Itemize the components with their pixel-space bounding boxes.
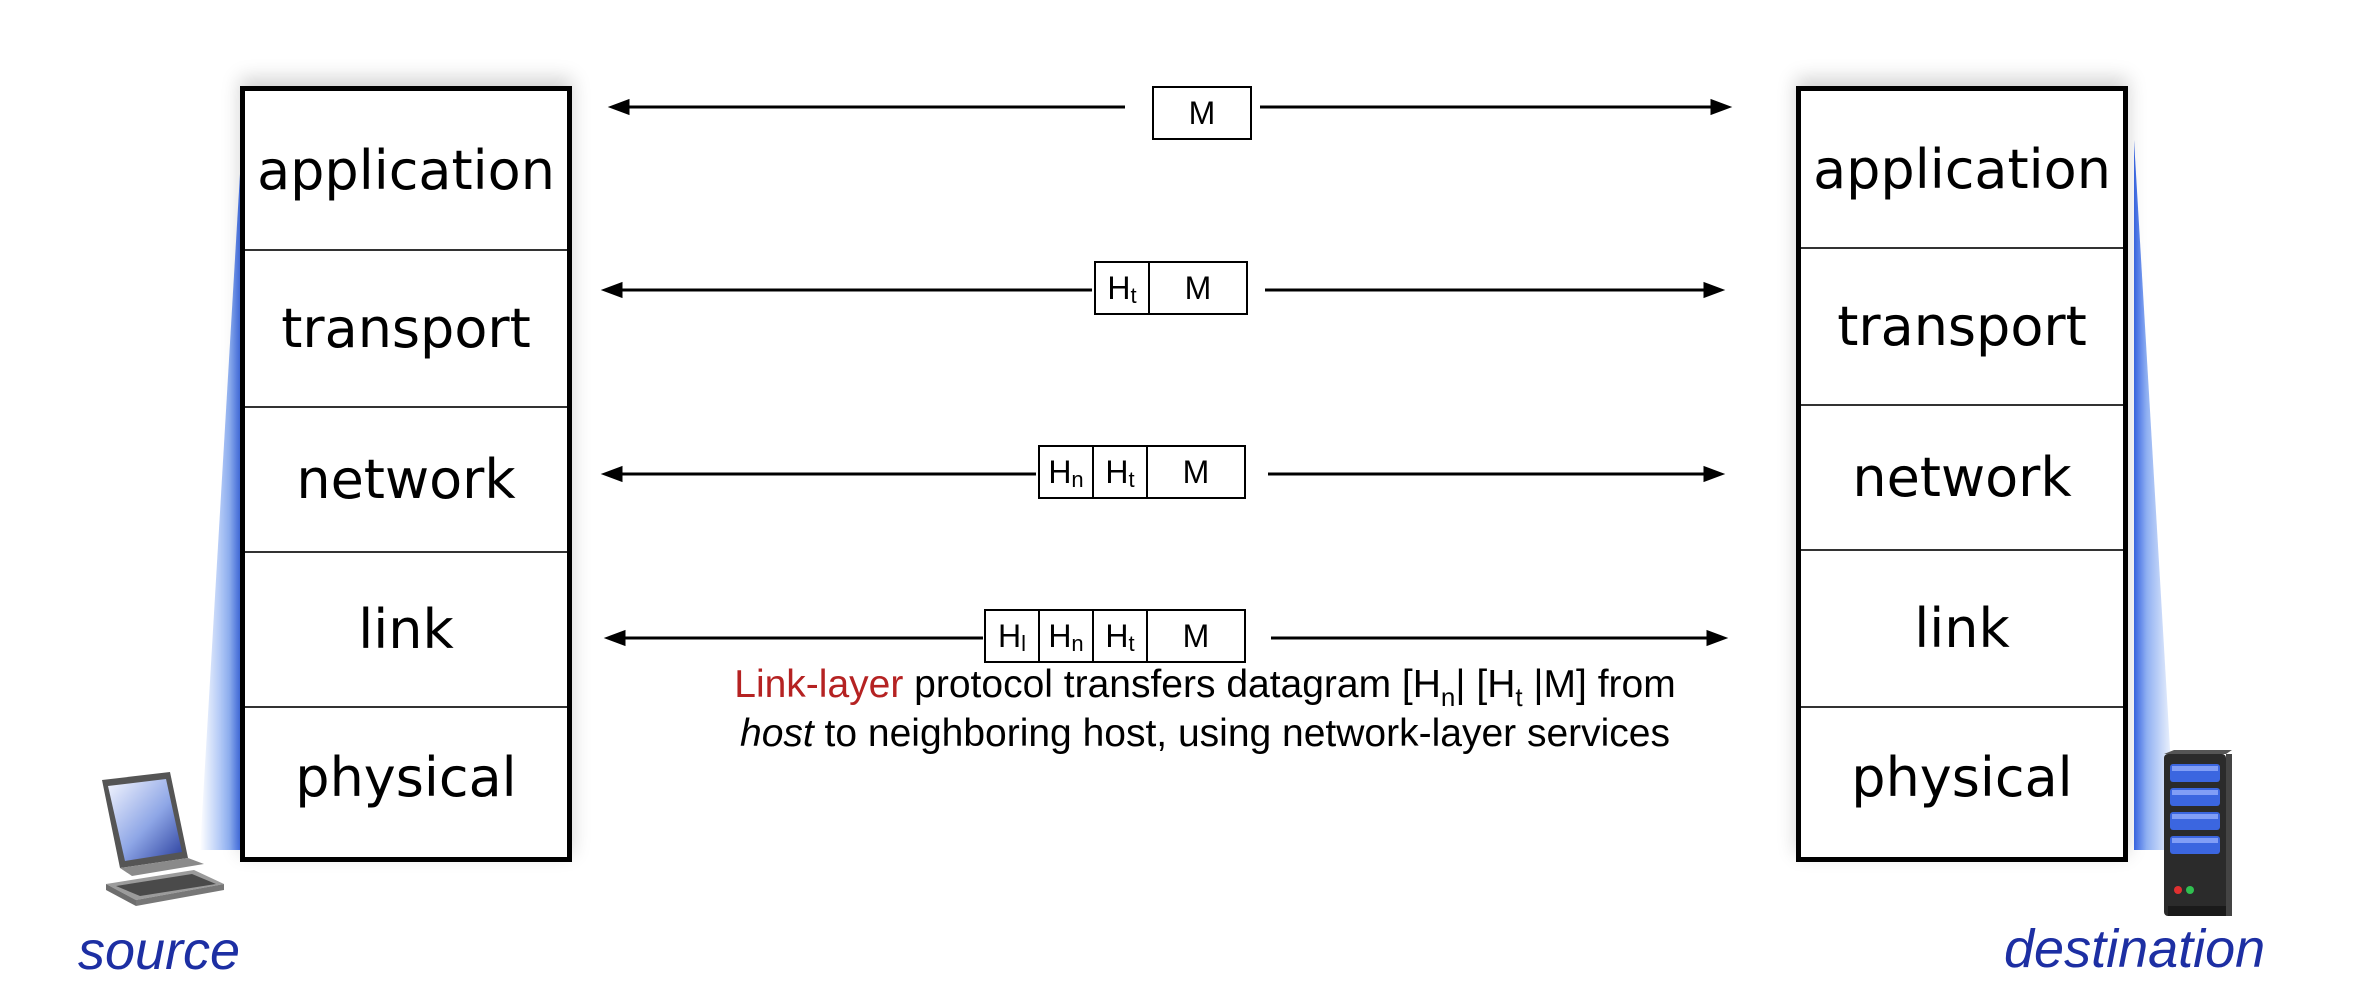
laptop-computer-icon: [102, 772, 224, 906]
source-layer-application: application: [245, 91, 567, 251]
server-status-light-green: [2186, 886, 2194, 894]
source-layer-transport: transport: [245, 251, 567, 408]
destination-protocol-stack: application transport network link physi…: [1796, 86, 2128, 862]
link-layer-caption: Link-layer protocol transfers datagram […: [734, 663, 1676, 755]
laptop-hinge: [120, 858, 204, 876]
destination-label: destination: [2004, 919, 2266, 979]
source-layer-network: network: [245, 408, 567, 553]
source-label: source: [78, 921, 241, 981]
destination-layer-transport: transport: [1801, 249, 2123, 406]
transport-arrowhead-left: [600, 281, 623, 299]
server-tower-icon: [2164, 750, 2232, 916]
application-arrowhead-left: [607, 98, 630, 116]
link-arrowhead-right: [1706, 629, 1729, 647]
message-cell: M: [1184, 269, 1212, 306]
caption-host-emphasis: host: [740, 712, 814, 755]
source-layer-link: link: [245, 553, 567, 708]
application-arrowhead-right: [1710, 98, 1733, 116]
destination-layer-network: network: [1801, 406, 2123, 551]
message-cell: M: [1188, 94, 1216, 131]
source-layer-physical: physical: [295, 746, 517, 809]
caption-accent: Link-layer: [734, 663, 904, 706]
source-protocol-stack: application transport network link physi…: [240, 86, 572, 862]
laptop-keyboard: [116, 874, 216, 896]
application-message: M: [1152, 86, 1252, 140]
laptop-screen: [108, 779, 182, 861]
destination-layer-application: application: [1801, 91, 2123, 249]
network-arrowhead-right: [1703, 465, 1726, 483]
message-cell: M: [1182, 617, 1210, 654]
message-cell: M: [1182, 453, 1210, 490]
network-arrowhead-left: [600, 465, 623, 483]
server-status-light-red: [2174, 886, 2182, 894]
link-arrowhead-left: [603, 629, 626, 647]
destination-layer-physical: physical: [1851, 746, 2073, 809]
destination-layer-link: link: [1801, 551, 2123, 708]
transport-arrowhead-right: [1703, 281, 1726, 299]
